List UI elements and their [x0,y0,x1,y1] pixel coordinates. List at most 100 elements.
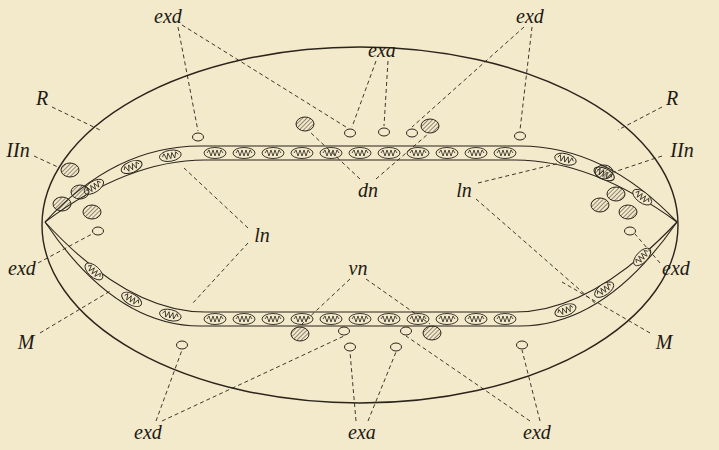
part-label: exd [516,6,544,26]
duct-section [177,341,188,349]
muscle-bundle [349,314,371,325]
leader-line [178,27,198,131]
muscle-bundle [494,148,516,159]
muscle-bundle [262,314,284,325]
leader-line [156,350,182,421]
leader-line [38,234,92,263]
leader-line [352,61,376,127]
part-label: IIn [6,140,29,160]
muscle-bundle [592,164,617,184]
leader-line [562,282,650,333]
part-label: ln [456,180,472,200]
duct-section [345,343,356,351]
duct-section [515,132,526,140]
muscle-bundle [233,148,255,159]
part-label: vn [349,258,368,278]
part-label: exd [662,258,690,278]
nerve-section [71,185,89,199]
part-label: M [18,332,35,352]
leader-line [412,27,524,127]
nerve-section [296,117,314,131]
leader-line [192,243,248,304]
muscle-bundle [465,148,487,159]
duct-section [339,327,350,335]
muscle-bundle [119,158,144,176]
muscle-bundle [631,245,654,268]
muscle-bundle [553,301,577,319]
nerve-section [423,326,441,340]
leader-line [635,234,660,263]
muscle-band [45,160,677,222]
leader-line [478,163,560,183]
muscle-bundle [494,314,516,325]
leader-line [34,156,60,168]
part-label: R [666,88,678,108]
muscle-band [45,222,677,326]
nerve-section [591,198,609,212]
muscle-bundle [436,314,458,325]
nerve-section [421,119,439,133]
part-label: exa [348,422,376,442]
leader-line [310,132,360,179]
muscle-bundle [378,148,400,159]
duct-section [407,129,418,137]
part-label: IIn [670,140,693,160]
part-label: ln [254,225,270,245]
muscle-bundle [119,289,144,309]
duct-section [625,227,636,235]
leader-line [368,352,396,421]
duct-section [345,129,356,137]
muscle-band [45,222,677,312]
part-label: exd [134,422,162,442]
leader-line [184,168,248,228]
muscle-bundle [291,314,313,325]
muscle-bundle [233,314,255,325]
muscle-bundle [204,314,226,325]
leader-line [302,279,350,324]
nerve-section [607,187,625,201]
muscle-bundle [465,314,487,325]
muscle-bundle [320,148,342,159]
part-label: exd [154,6,182,26]
muscle-bundle [592,279,616,301]
nerve-section [595,165,613,179]
duct-section [193,133,204,141]
leader-line [40,290,112,333]
duct-section [379,128,390,136]
leader-line [476,199,596,304]
duct-section [517,341,528,349]
muscle-bundle [291,148,313,159]
nerve-section [53,197,71,211]
duct-section [391,343,402,351]
duct-section [401,327,412,335]
leader-line [182,25,346,127]
leader-line [366,279,430,324]
leader-line [52,107,100,130]
leader-line [376,134,428,179]
muscle-bundle [349,148,371,159]
part-label: exd [523,422,551,442]
leader-line [522,350,540,421]
part-label: dn [358,180,378,200]
muscle-bundle [378,314,400,325]
leader-line [614,156,662,172]
body-outline [42,47,678,403]
nerve-section [619,205,637,219]
muscle-bundle [159,148,183,163]
muscle-bundle [82,260,106,283]
leader-line [520,27,532,130]
muscle-bundle [204,148,226,159]
leader-line [406,336,530,421]
muscle-band [45,146,677,222]
muscle-bundle [630,186,654,208]
part-label: R [36,88,48,108]
nerve-section [291,327,309,341]
duct-section [93,227,104,235]
part-label: exa [368,40,396,60]
muscle-bundle [320,314,342,325]
muscle-bundle [436,148,458,159]
part-label: exd [8,258,36,278]
nerve-section [83,205,101,219]
